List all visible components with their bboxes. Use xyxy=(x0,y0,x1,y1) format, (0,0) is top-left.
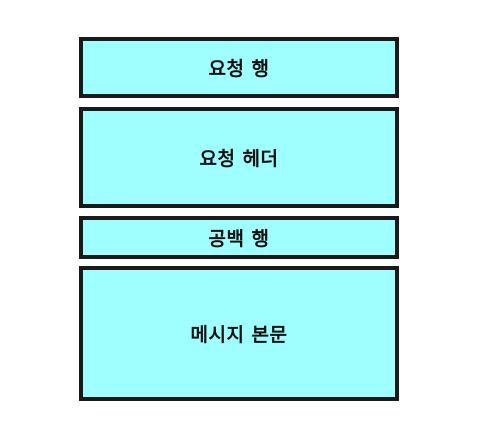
request-headers-label: 요청 헤더 xyxy=(199,148,279,170)
request-line-block: 요청 행 xyxy=(79,37,399,98)
blank-line-block: 공백 행 xyxy=(79,216,399,259)
message-body-label: 메시지 본문 xyxy=(190,324,288,346)
request-line-label: 요청 행 xyxy=(208,58,270,80)
message-body-block: 메시지 본문 xyxy=(79,266,399,401)
blank-line-label: 공백 행 xyxy=(208,228,270,250)
request-headers-block: 요청 헤더 xyxy=(79,107,399,208)
